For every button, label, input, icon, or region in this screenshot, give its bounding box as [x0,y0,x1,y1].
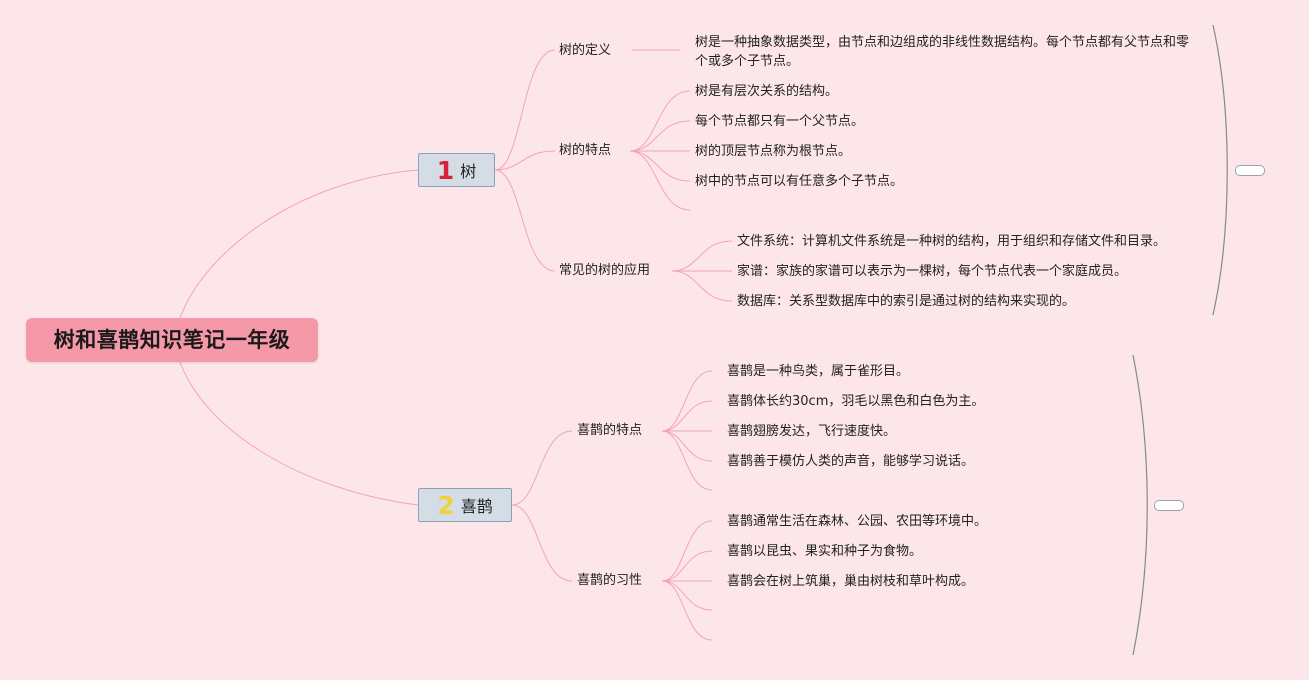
leaf-tree-feature-3: 树的顶层节点称为根节点。 [695,144,852,159]
connector-mhabit-leaf-0 [661,520,713,582]
branch-node-tree[interactable]: 1 树 [418,153,495,187]
connector-magpie-habits [511,504,573,582]
leaf-tree-feature-2: 每个节点都只有一个父节点。 [695,114,865,129]
bracket-magpie [1132,354,1148,656]
summary-placeholder-tree[interactable] [1235,165,1265,176]
branch-label: 喜鹊 [460,497,493,516]
connector-mfeature-leaf-1 [661,400,713,432]
connector-feature-leaf-4 [629,150,691,211]
connector-feature-leaf-0 [629,90,691,152]
leaf-magpie-feature-1: 喜鹊是一种鸟类，属于雀形目。 [727,364,910,379]
leaf-magpie-feature-3: 喜鹊翅膀发达，飞行速度快。 [727,424,897,439]
leaf-magpie-habit-3: 喜鹊会在树上筑巢，巢由树枝和草叶构成。 [727,574,975,589]
connector-feature-leaf-1 [629,120,691,152]
leaf-tree-feature-4: 树中的节点可以有任意多个子节点。 [695,174,904,189]
branch-number-badge: 2 [437,490,455,520]
connector-root-magpie [179,361,419,506]
topic-tree-definition[interactable]: 树的定义 [559,43,612,58]
connector-tree-applications [494,169,556,272]
leaf-magpie-habit-1: 喜鹊通常生活在森林、公园、农田等环境中。 [727,514,988,529]
leaf-tree-app-2: 家谱：家族的家谱可以表示为一棵树，每个节点代表一个家庭成员。 [737,264,1128,279]
topic-magpie-habits[interactable]: 喜鹊的习性 [577,573,643,588]
summary-placeholder-magpie[interactable] [1154,500,1184,511]
leaf-magpie-feature-4: 喜鹊善于模仿人类的声音，能够学习说话。 [727,454,975,469]
connector-magpie-features [511,430,573,506]
topic-tree-features[interactable]: 树的特点 [559,143,612,158]
leaf-tree-app-3: 数据库：关系型数据库中的索引是通过树的结构来实现的。 [737,294,1076,309]
topic-tree-applications[interactable]: 常见的树的应用 [559,263,651,278]
leaf-magpie-habit-2: 喜鹊以昆虫、果实和种子为食物。 [727,544,923,559]
connector-mfeature-leaf-4 [661,430,713,491]
connector-mfeature-leaf-3 [661,430,713,462]
connector-mhabit-leaf-1 [661,550,713,582]
branch-number-badge: 1 [436,155,455,185]
branch-label: 树 [460,162,477,181]
branch-node-magpie[interactable]: 2 喜鹊 [418,488,512,522]
leaf-tree-app-1: 文件系统：计算机文件系统是一种树的结构，用于组织和存储文件和目录。 [737,234,1167,249]
connector-mhabit-leaf-4 [661,580,713,641]
leaf-tree-definition: 树是一种抽象数据类型，由节点和边组成的非线性数据结构。每个节点都有父节点和零个或… [695,35,1190,69]
leaf-magpie-feature-2: 喜鹊体长约30cm，羽毛以黑色和白色为主。 [727,394,985,409]
connector-app-leaf-0 [671,240,733,272]
connector-mfeature-leaf-0 [661,370,713,432]
root-node[interactable]: 树和喜鹊知识笔记一年级 [26,318,318,362]
leaf-tree-feature-1: 树是有层次关系的结构。 [695,84,839,99]
topic-magpie-features[interactable]: 喜鹊的特点 [577,423,643,438]
connector-tree-features [494,150,556,171]
connector-feature-leaf-3 [629,150,691,182]
connector-root-tree [179,169,419,319]
connector-mhabit-leaf-3 [661,580,713,611]
bracket-tree [1212,24,1228,316]
connector-app-leaf-2 [671,270,733,302]
connector-tree-definition [494,49,556,171]
